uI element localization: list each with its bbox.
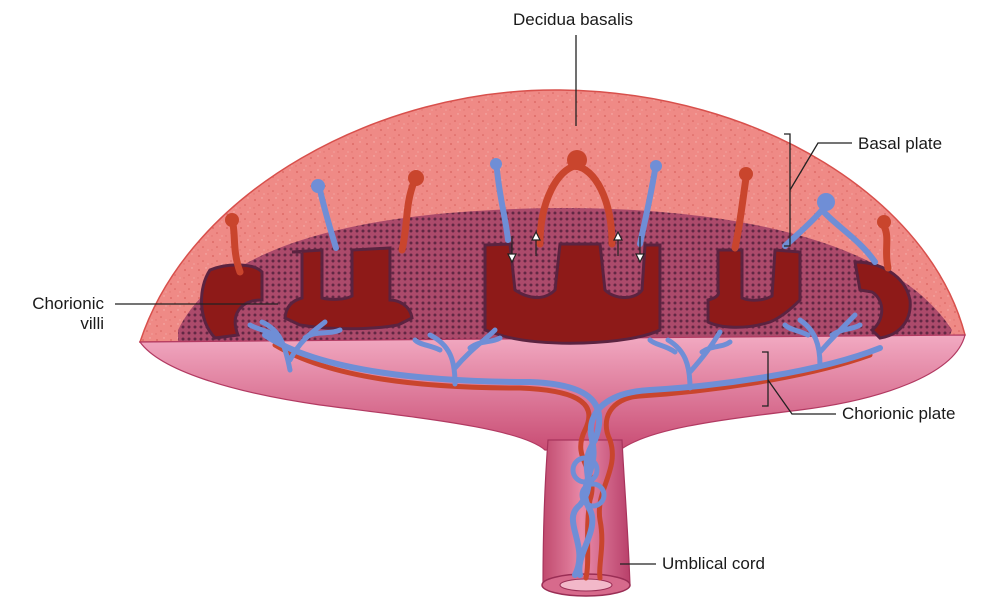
label-chorionic-villi-line1: Chorionic [10,294,104,314]
label-basal-plate: Basal plate [858,134,942,154]
label-chorionic-villi: Chorionic villi [10,294,104,334]
label-umbilical-cord: Umblical cord [662,554,765,574]
label-chorionic-villi-line2: villi [10,314,104,334]
label-chorionic-plate: Chorionic plate [842,404,955,424]
label-decidua-basalis: Decidua basalis [513,10,633,30]
